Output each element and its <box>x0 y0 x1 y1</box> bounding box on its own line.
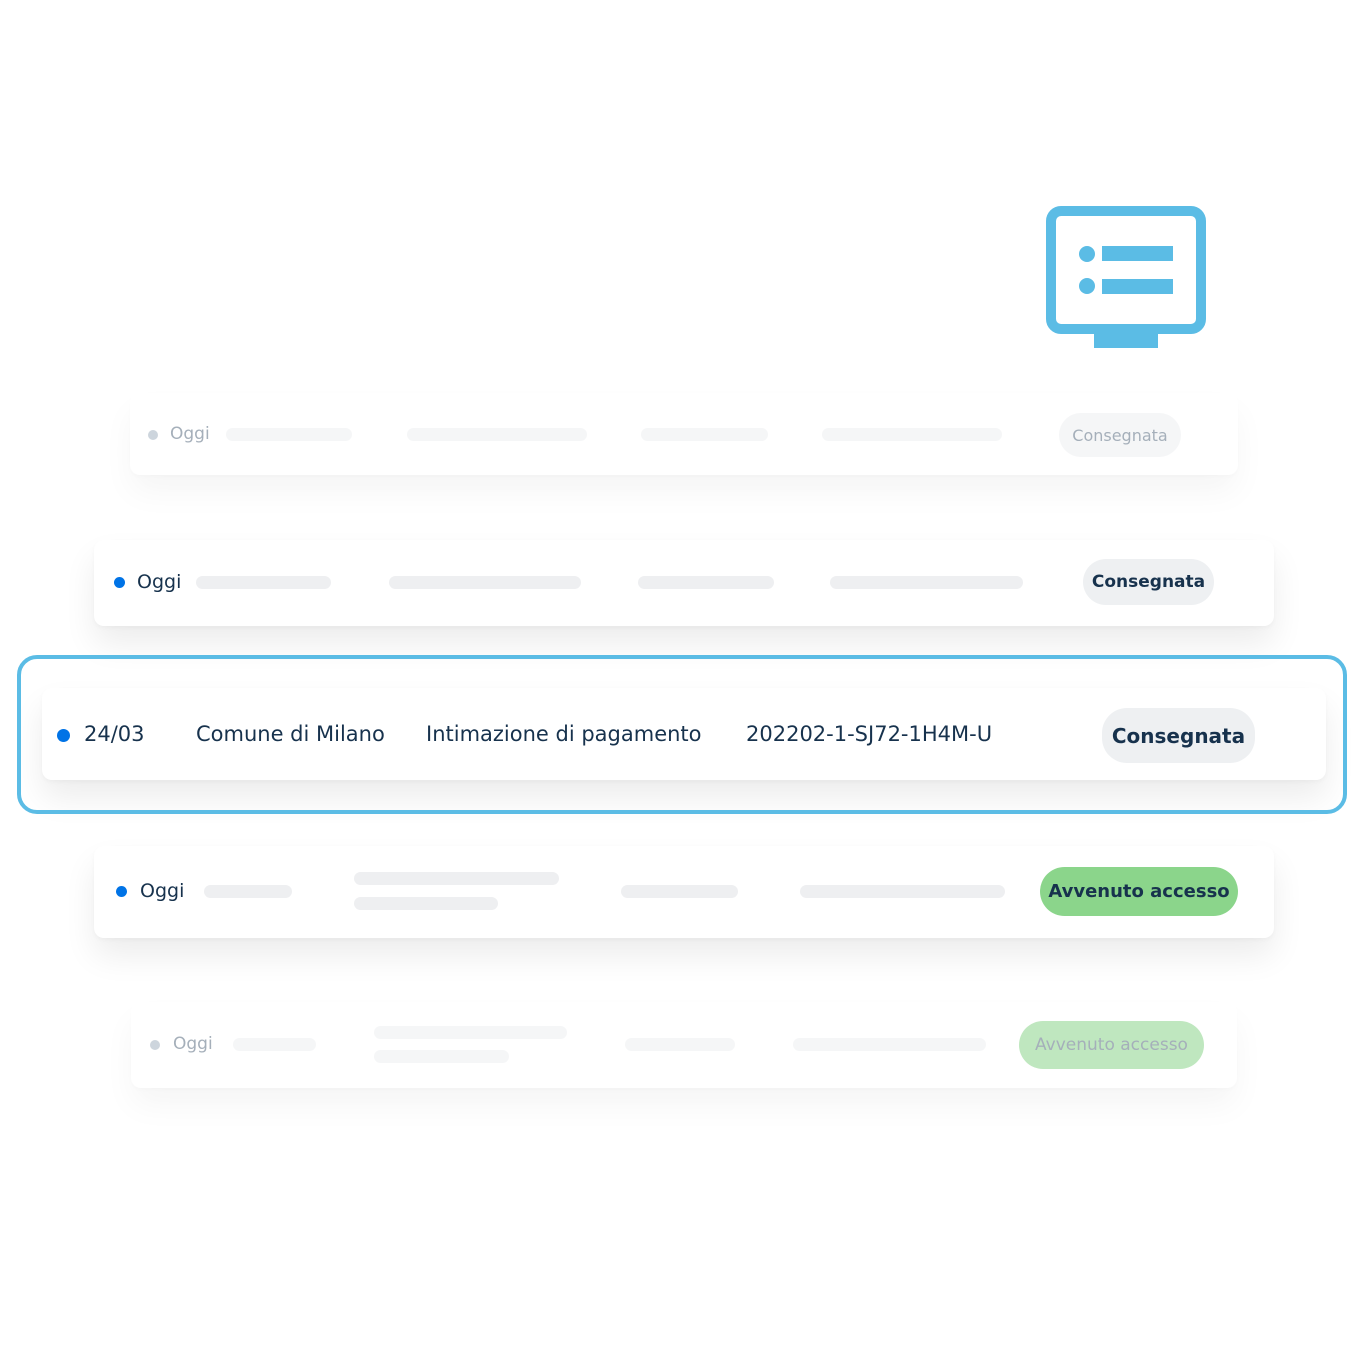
row-date: Oggi <box>170 424 210 444</box>
placeholder-bar <box>638 576 774 589</box>
placeholder-bar <box>374 1026 567 1039</box>
row-date: Oggi <box>137 571 182 593</box>
selection-outline <box>17 655 1347 814</box>
placeholder-bar <box>354 897 498 910</box>
row-date: Oggi <box>140 880 185 902</box>
placeholder-bar <box>374 1050 509 1063</box>
placeholder-bar <box>196 576 331 589</box>
row-date: Oggi <box>173 1034 213 1054</box>
status-badge: Avvenuto accesso <box>1040 867 1238 916</box>
status-badge: Consegnata <box>1059 413 1181 457</box>
notification-row-selected[interactable]: 24/03 Comune di Milano Intimazione di pa… <box>42 688 1326 780</box>
placeholder-bar <box>625 1038 735 1051</box>
notification-row[interactable]: Oggi Avvenuto accesso <box>94 846 1274 938</box>
placeholder-bar <box>233 1038 316 1051</box>
placeholder-bar <box>407 428 587 441</box>
unread-dot <box>116 886 127 897</box>
status-dot <box>148 430 158 440</box>
status-dot <box>150 1040 160 1050</box>
notification-row[interactable]: Oggi Consegnata <box>130 393 1238 475</box>
notification-list-monitor-icon <box>1046 206 1206 348</box>
row-date: 24/03 <box>84 722 145 746</box>
placeholder-bar <box>389 576 581 589</box>
placeholder-bar <box>793 1038 986 1051</box>
placeholder-bar <box>800 885 1005 898</box>
placeholder-bar <box>204 885 292 898</box>
notification-row[interactable]: Oggi Avvenuto accesso <box>131 1002 1237 1088</box>
placeholder-bar <box>354 872 559 885</box>
placeholder-bar <box>621 885 738 898</box>
placeholder-bar <box>641 428 768 441</box>
row-iun: 202202-1-SJ72-1H4M-U <box>746 722 993 746</box>
placeholder-bar <box>830 576 1023 589</box>
status-badge: Consegnata <box>1083 559 1214 605</box>
unread-dot <box>57 729 70 742</box>
placeholder-bar <box>822 428 1002 441</box>
row-subject: Intimazione di pagamento <box>426 722 702 746</box>
status-badge: Consegnata <box>1102 708 1255 763</box>
status-badge: Avvenuto accesso <box>1019 1021 1204 1069</box>
row-sender: Comune di Milano <box>196 722 385 746</box>
unread-dot <box>114 577 125 588</box>
notification-row[interactable]: Oggi Consegnata <box>94 540 1274 626</box>
placeholder-bar <box>226 428 352 441</box>
